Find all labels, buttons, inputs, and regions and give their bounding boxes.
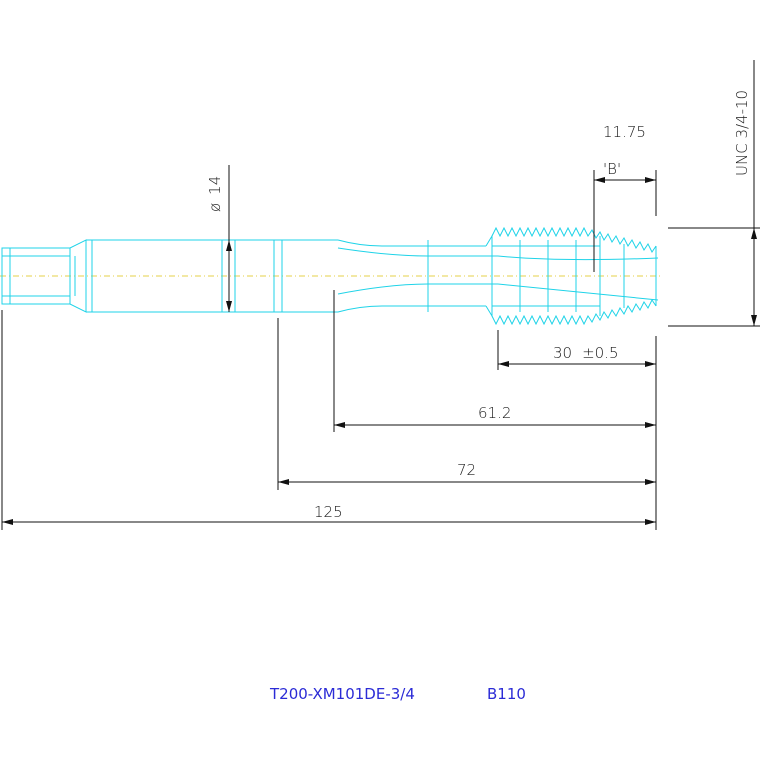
thread-length-label: 30±0.5 <box>553 344 619 362</box>
thread-bottom <box>491 299 657 326</box>
part-number: T200-XM101DE-3/4 <box>269 685 415 703</box>
chamfer-length-label: 11.75 <box>603 123 646 141</box>
flute-body <box>337 234 659 318</box>
thread-top <box>491 226 657 253</box>
thread-spec-label: UNC 3/4-10 <box>733 90 751 176</box>
detail-b-label: 'B' <box>603 160 621 178</box>
dimension-lines <box>1 60 760 530</box>
flute-length-label: 61.2 <box>478 404 511 422</box>
shank <box>86 239 338 313</box>
part-code: B110 <box>487 685 526 703</box>
thread-section <box>491 226 657 326</box>
overall-length-label: 125 <box>314 503 343 521</box>
tap-tool-outline <box>0 226 660 326</box>
neck-length-label: 72 <box>457 461 476 479</box>
diameter-label: ø14 <box>206 176 224 212</box>
